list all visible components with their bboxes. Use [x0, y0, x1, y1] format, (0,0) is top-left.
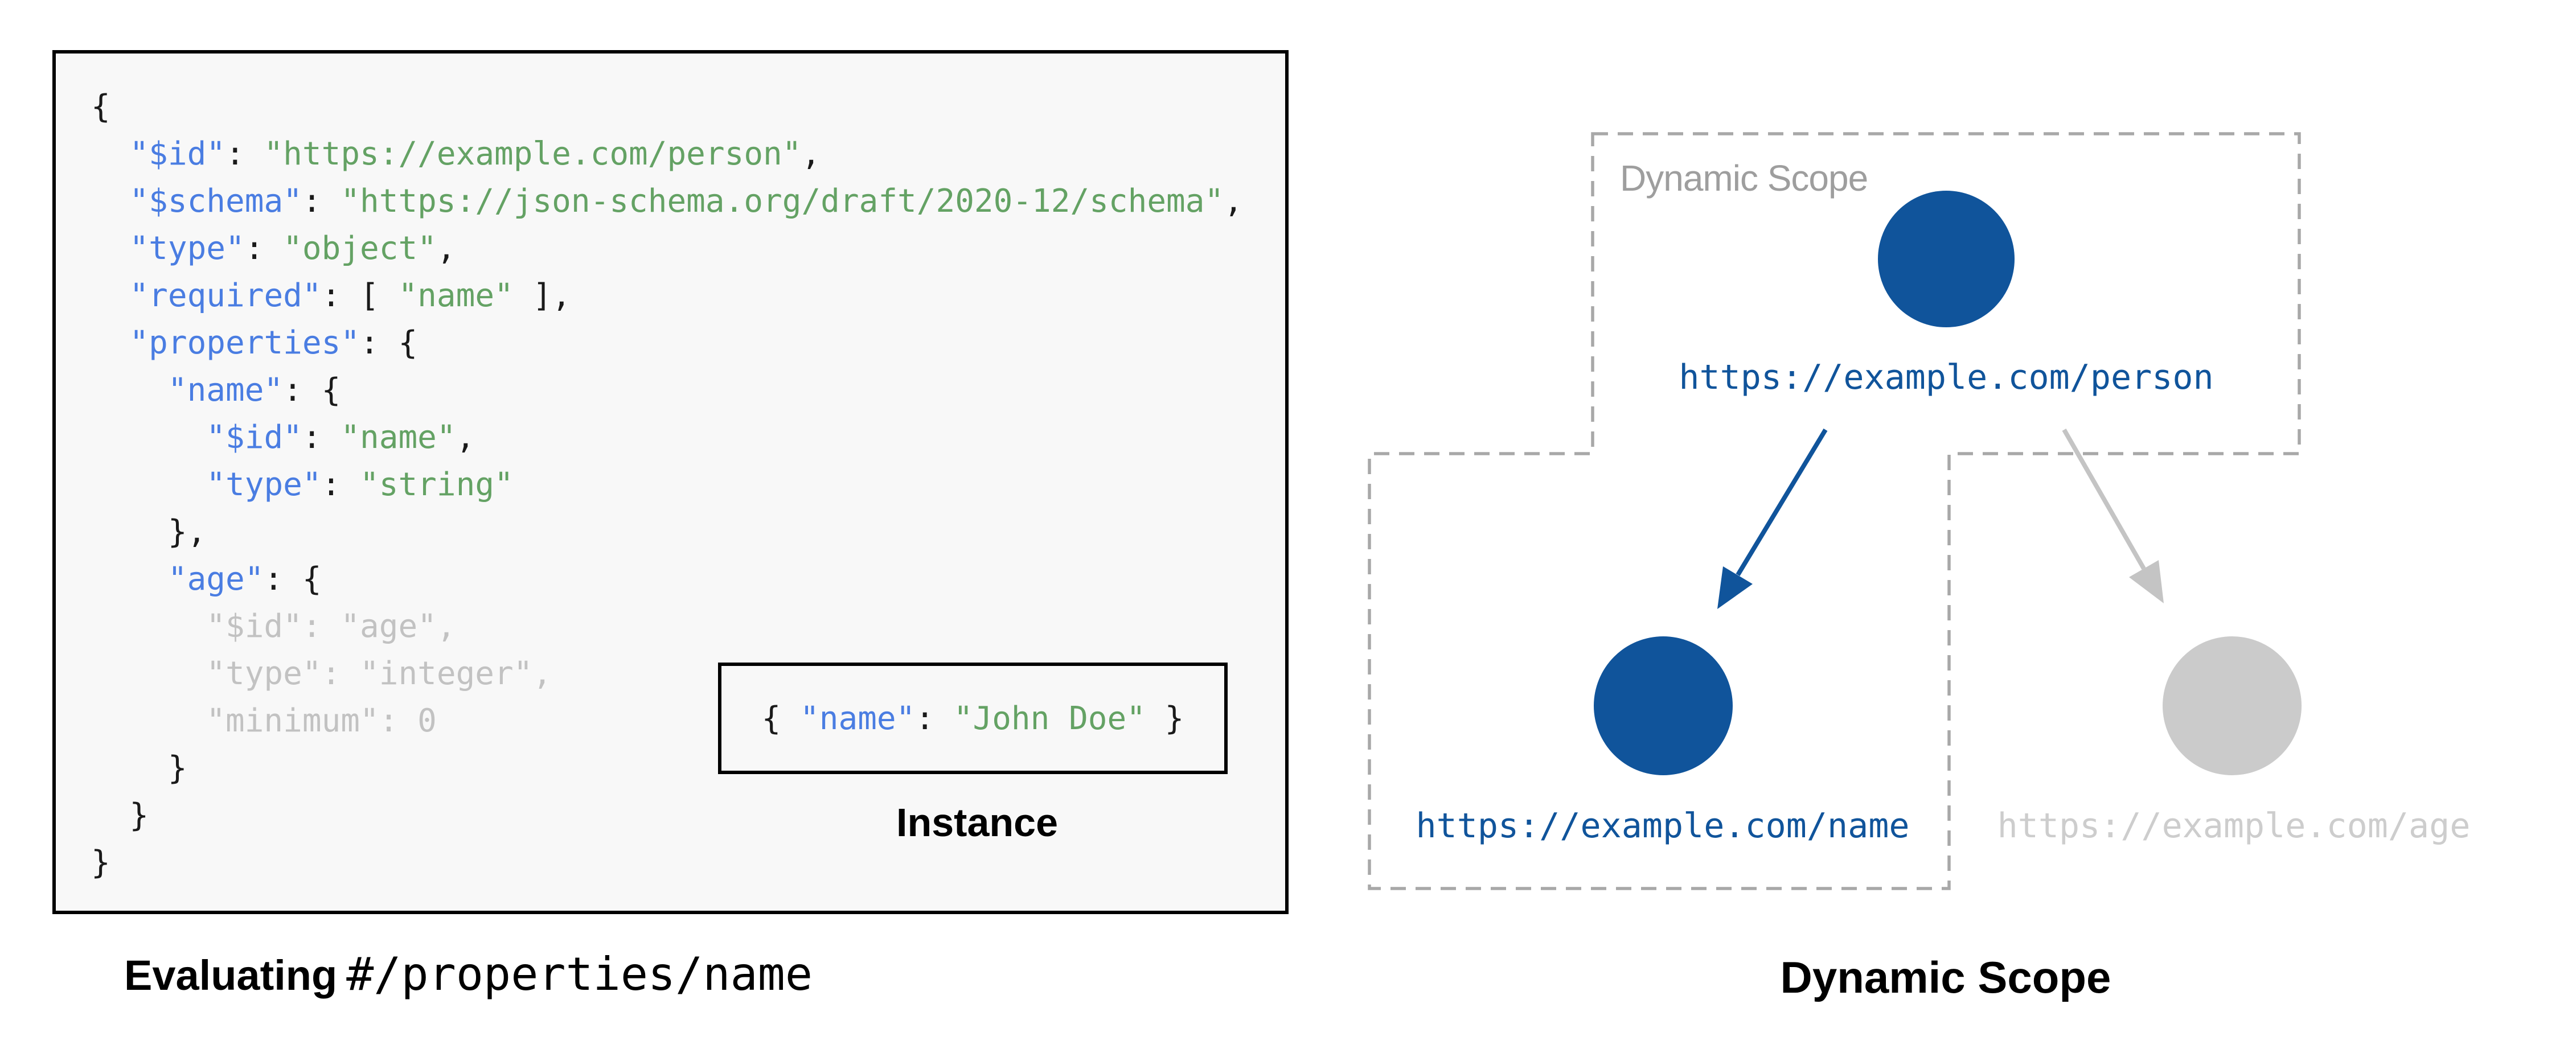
- instance-box: { "name": "John Doe" }: [718, 663, 1228, 774]
- schema-panel: { "$id": "https://example.com/person", "…: [52, 50, 1289, 914]
- code-line: "age": {: [91, 556, 1243, 603]
- code-token: "type": [129, 230, 245, 267]
- edge-person-name: [1717, 428, 1828, 609]
- code-token: ,: [1224, 183, 1243, 220]
- code-token: :: [244, 230, 284, 267]
- code-token: "type": "integer",: [91, 655, 552, 692]
- code-token: "$id": [129, 135, 226, 172]
- code-token: ,: [436, 230, 456, 267]
- code-token: : [: [321, 277, 399, 314]
- instance-label: Instance: [896, 800, 1058, 845]
- code-token: "string": [360, 466, 514, 503]
- json-pointer: #/properties/name: [346, 948, 813, 1001]
- code-line: "minimum": 0: [91, 697, 1243, 744]
- code-line: }: [91, 839, 1243, 886]
- code-token: "name": [398, 277, 514, 314]
- code-token: :: [915, 700, 954, 737]
- code-token: }: [1145, 700, 1184, 737]
- code-line: "type": "integer",: [91, 650, 1243, 697]
- code-line: }: [91, 792, 1243, 839]
- name-uri: https://example.com/name: [1416, 806, 1910, 846]
- code-token: "name": [167, 372, 284, 409]
- code-token: },: [91, 513, 207, 550]
- code-line: "name": {: [91, 367, 1243, 414]
- code-token: :: [302, 419, 341, 456]
- arrowhead-blue: [1717, 566, 1753, 609]
- code-line: }: [91, 744, 1243, 792]
- person-uri: https://example.com/person: [1679, 357, 2214, 397]
- code-token: {: [761, 700, 801, 737]
- age-uri: https://example.com/age: [1997, 806, 2471, 846]
- code-token: :: [302, 183, 341, 220]
- code-line: "type": "object",: [91, 225, 1243, 272]
- code-token: }: [91, 844, 110, 881]
- code-token: "age": [167, 561, 264, 598]
- code-token: : {: [264, 561, 322, 598]
- code-token: "https://example.com/person": [264, 135, 802, 172]
- age-node: [2163, 636, 2302, 775]
- code-line: "$schema": "https://json-schema.org/draf…: [91, 178, 1243, 225]
- code-token: "$id": "age",: [91, 608, 456, 645]
- code-token: ,: [801, 135, 821, 172]
- code-token: : {: [283, 372, 341, 409]
- code-line: },: [91, 508, 1243, 556]
- code-token: "name": [800, 700, 916, 737]
- code-token: }: [91, 797, 149, 834]
- code-line: "$id": "https://example.com/person",: [91, 130, 1243, 178]
- instance-code: { "name": "John Doe" }: [762, 700, 1184, 737]
- code-token: :: [321, 466, 360, 503]
- code-token: {: [91, 88, 110, 125]
- code-token: "type": [206, 466, 322, 503]
- evaluating-word: Evaluating: [124, 952, 338, 999]
- code-line: "properties": {: [91, 319, 1243, 367]
- edge-person-age: [2062, 429, 2164, 603]
- code-token: "https://json-schema.org/draft/2020-12/s…: [341, 183, 1224, 220]
- evaluating-caption: Evaluating#/properties/name: [124, 946, 813, 1004]
- scope-label: Dynamic Scope: [1620, 158, 1868, 199]
- code-line: "$id": "name",: [91, 414, 1243, 461]
- code-line: "required": [ "name" ],: [91, 272, 1243, 319]
- code-token: "minimum": 0: [91, 702, 437, 739]
- code-token: ],: [513, 277, 571, 314]
- code-token: : {: [360, 324, 418, 361]
- code-token: :: [225, 135, 264, 172]
- code-token: "required": [129, 277, 322, 314]
- diagram-caption: Dynamic Scope: [1780, 952, 2111, 1002]
- code-token: "name": [341, 419, 456, 456]
- code-token: "$id": [206, 419, 302, 456]
- person-node: [1878, 191, 2015, 327]
- code-token: }: [91, 750, 187, 787]
- code-token: "properties": [129, 324, 360, 361]
- code-token: ,: [456, 419, 475, 456]
- code-token: "John Doe": [953, 700, 1146, 737]
- scope-boundary: [1368, 132, 2301, 890]
- code-line: "$id": "age",: [91, 603, 1243, 650]
- arrowhead-gray: [2129, 560, 2164, 603]
- code-token: "$schema": [129, 183, 302, 220]
- code-block: { "$id": "https://example.com/person", "…: [91, 83, 1243, 886]
- code-line: "type": "string": [91, 461, 1243, 508]
- name-node: [1594, 636, 1733, 775]
- code-line: {: [91, 83, 1243, 130]
- code-token: "object": [283, 230, 437, 267]
